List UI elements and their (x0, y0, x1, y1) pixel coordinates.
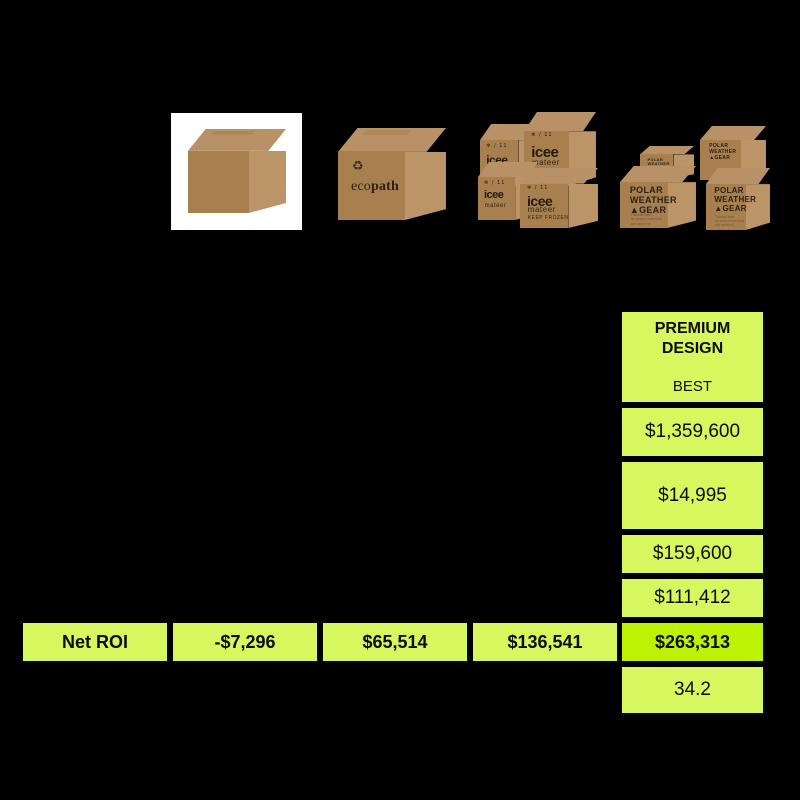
box-side-face (745, 184, 770, 230)
icee-subbrand-label: mateer (484, 202, 507, 209)
polar-brand-label: POLAR WEATHER ▲GEAR (714, 185, 757, 213)
cardboard-box-graphic: ❄ / 11 icee mateer KEEP FROZEN (520, 168, 598, 228)
cell-value: $136,541 (507, 631, 583, 652)
box-front-face (706, 184, 746, 230)
snowflake-icon: ❄ / 11 (486, 142, 508, 149)
polar-fine-print: Thermal-lined all-season outerwear and w… (630, 213, 663, 226)
box-front-face (620, 182, 668, 228)
product-image-polar-boxes: POLAR WEATHER ▲GEAR POLAR WEATHER ▲GEAR … (618, 120, 770, 232)
box-side-face (248, 150, 286, 213)
polar-fine-print: Thermal-lined all-season outerwear and w… (714, 215, 745, 228)
box-top-face (640, 146, 694, 155)
cardboard-box-graphic: POLAR WEATHER ▲GEAR Thermal-lined all-se… (706, 168, 770, 230)
box-top-face (706, 168, 770, 185)
box-tape-seam (210, 130, 255, 135)
box-front-face (478, 177, 516, 220)
icee-brand-label: icee (527, 193, 553, 210)
snowflake-icon: ❄ / 11 (484, 179, 506, 186)
box-side-face (568, 183, 598, 228)
cell-value: $14,995 (658, 484, 727, 506)
cell-value: $65,514 (362, 631, 428, 652)
ecopath-brand-prefix: eco (350, 178, 371, 194)
cell-value: $159,600 (652, 543, 733, 564)
box-top-face (478, 162, 538, 178)
box-top-face (620, 166, 696, 183)
box-front-face (520, 183, 569, 228)
box-top-face (524, 112, 596, 132)
icee-brand-label: icee (484, 188, 504, 201)
icee-tagline-label: KEEP FROZEN (527, 215, 569, 221)
product-image-icee-boxes: ❄ / 11 icee mateer ❄ / 11 icee mateer KE… (478, 110, 600, 230)
box-side-face (404, 151, 446, 220)
box-front-face (188, 150, 249, 213)
box-side-face (667, 182, 696, 228)
cell-value: $111,412 (654, 587, 731, 608)
snowflake-icon: ❄ / 11 (527, 185, 549, 191)
net-roi-cell-option-2: $65,514 (320, 620, 470, 664)
cell-value: -$7,296 (214, 631, 276, 652)
cardboard-box-graphic: ♻ ecopath (338, 128, 446, 220)
recycle-icon: ♻ (352, 159, 364, 175)
column-best-badge: BEST (672, 378, 713, 396)
column-title: PREMIUM DESIGN (654, 319, 731, 357)
polar-brand-label: POLAR WEATHER ▲GEAR (629, 184, 677, 215)
box-tape-seam (362, 129, 411, 135)
product-image-plain-box (171, 113, 302, 230)
box-front-face (338, 151, 405, 220)
cardboard-box-graphic (188, 129, 286, 213)
comparison-table: PREMIUM DESIGN BEST $1,359,600 $14,995 $… (0, 290, 800, 800)
box-top-face (520, 168, 598, 184)
table-row: $159,600 (619, 532, 766, 576)
ecopath-brand-label: ecopath (350, 178, 400, 195)
icee-subbrand-label: mateer (531, 158, 560, 168)
row-label: Net ROI (61, 631, 128, 652)
table-header-premium-design: PREMIUM DESIGN BEST (619, 309, 766, 405)
product-image-ecopath-box: ♻ ecopath (334, 122, 450, 226)
cardboard-box-graphic: POLAR WEATHER ▲GEAR Thermal-lined all-se… (620, 166, 696, 228)
net-roi-cell-premium-design: $263,313 (619, 620, 766, 664)
cell-value: 34.2 (674, 679, 711, 700)
icee-brand-label: icee (531, 143, 559, 161)
net-roi-row-label: Net ROI (20, 620, 170, 664)
table-row: $14,995 (619, 459, 766, 532)
ecopath-brand-suffix: path (370, 178, 400, 194)
table-row: 34.2 (619, 664, 766, 716)
table-row: $111,412 (619, 576, 766, 620)
product-image-strip: ♻ ecopath ❄ / 11 icee mateer ❄ / 11 icee… (0, 0, 800, 290)
icee-subbrand-label: mateer (527, 205, 556, 215)
cell-value: $1,359,600 (644, 421, 741, 442)
net-roi-cell-option-1: -$7,296 (170, 620, 320, 664)
cell-value: $263,313 (654, 631, 731, 652)
table-row: $1,359,600 (619, 405, 766, 459)
net-roi-cell-option-3: $136,541 (470, 620, 620, 664)
snowflake-icon: ❄ / 11 (531, 131, 553, 138)
box-top-face (700, 126, 766, 141)
polar-brand-label: POLAR WEATHER ▲GEAR (709, 143, 737, 161)
